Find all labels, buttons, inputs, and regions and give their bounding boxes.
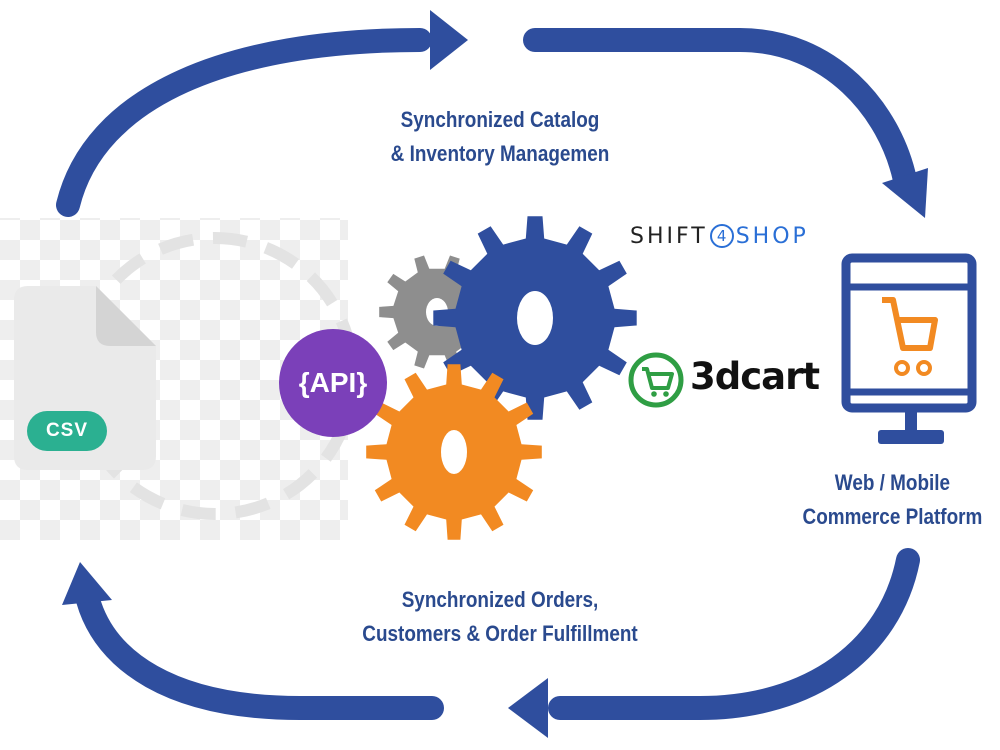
threedcart-logo-text: 3dcart bbox=[690, 355, 820, 398]
caption-platform-line1: Web / Mobile bbox=[834, 470, 951, 495]
gear-blue-icon bbox=[433, 216, 637, 420]
csv-badge: CSV bbox=[27, 411, 107, 451]
arrow-top-right bbox=[523, 28, 928, 218]
cart-logo-icon bbox=[628, 352, 684, 408]
arrow-bottom-right bbox=[508, 548, 920, 738]
arrow-bottom-left bbox=[62, 562, 444, 720]
caption-catalog-line2: & Inventory Managemen bbox=[390, 141, 610, 166]
caption-commerce-platform: Web / Mobile Commerce Platform bbox=[800, 466, 985, 534]
caption-orders-sync: Synchronized Orders, Customers & Order F… bbox=[345, 583, 655, 651]
caption-catalog-sync: Synchronized Catalog & Inventory Managem… bbox=[354, 103, 646, 171]
caption-platform-line2: Commerce Platform bbox=[802, 504, 983, 529]
monitor-cart-icon bbox=[841, 253, 977, 444]
arrow-top-left bbox=[56, 10, 468, 217]
caption-orders-line1: Synchronized Orders, bbox=[401, 587, 599, 612]
shift4shop-text-b: SHOP bbox=[735, 224, 809, 249]
caption-catalog-line1: Synchronized Catalog bbox=[400, 107, 600, 132]
api-badge: {API} bbox=[279, 329, 387, 437]
shift4shop-four: 4 bbox=[709, 224, 734, 248]
shift4shop-text-a: SHIFT bbox=[630, 224, 708, 249]
gear-orange-icon bbox=[366, 364, 542, 540]
caption-orders-line2: Customers & Order Fulfillment bbox=[362, 621, 638, 646]
